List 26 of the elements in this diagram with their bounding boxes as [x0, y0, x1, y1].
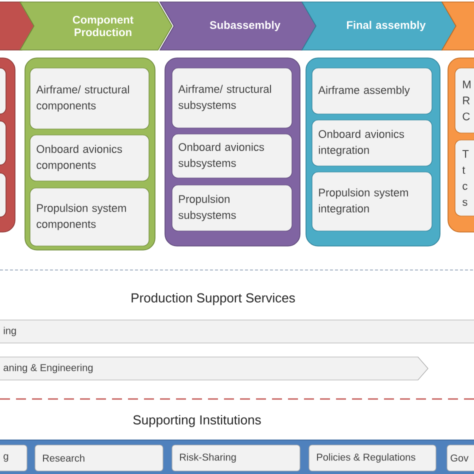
chevron-step: [441, 2, 474, 50]
chevron-step: Subassembly: [159, 2, 316, 50]
item-box: [0, 172, 6, 218]
item-box: Propulsion system components: [30, 188, 150, 246]
institution-box: Policies & Regulations: [308, 444, 436, 472]
chevron-step: Final assembly: [301, 2, 456, 50]
institution-box: Risk-Sharing: [172, 444, 300, 472]
item-box: Propulsion system integration: [312, 172, 432, 232]
item-box: Propulsion subsystems: [172, 184, 292, 232]
item-box: [0, 120, 6, 166]
institution-box: g: [0, 444, 28, 472]
institution-box: Research: [34, 444, 164, 472]
section-heading: Production Support Services: [132, 292, 295, 306]
item-box: M R C: [454, 68, 474, 134]
institution-box: Gov: [446, 444, 474, 472]
service-bar: ing: [0, 320, 474, 344]
chevron-step: Component Production: [19, 2, 172, 50]
item-box: Airframe/ structural components: [30, 68, 150, 130]
item-box: Onboard avionics subsystems: [172, 134, 292, 178]
section-heading: Supporting Institutions: [133, 414, 261, 428]
item-box: Onboard avionics components: [30, 134, 150, 182]
item-box: Onboard avionics integration: [312, 120, 432, 166]
item-box: T t c s: [454, 140, 474, 216]
item-box: [0, 68, 6, 114]
item-box: Airframe/ structural subsystems: [172, 68, 292, 128]
item-box: Airframe assembly: [312, 68, 432, 114]
